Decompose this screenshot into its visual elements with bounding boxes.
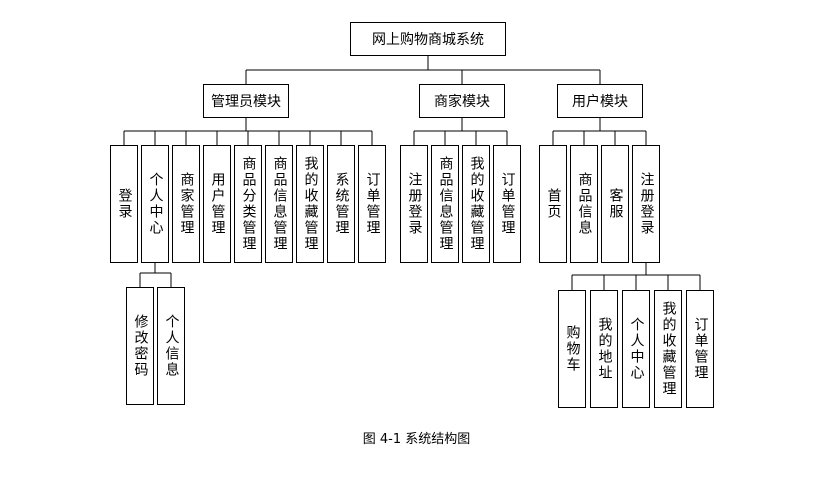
admin-change-password: 修改密码 <box>126 287 154 405</box>
admin-favorites-management: 我的收藏管理 <box>296 145 324 263</box>
admin-login: 登录 <box>110 145 138 263</box>
user-favorites-management: 我的收藏管理 <box>654 290 682 408</box>
merchant-register-login: 注册登录 <box>400 145 428 263</box>
module-admin: 管理员模块 <box>203 84 289 118</box>
admin-category-management: 商品分类管理 <box>234 145 262 263</box>
module-user: 用户模块 <box>557 84 643 118</box>
user-register-login: 注册登录 <box>632 145 660 263</box>
user-product-info: 商品信息 <box>570 145 598 263</box>
root-node: 网上购物商城系统 <box>350 22 506 56</box>
user-order-management: 订单管理 <box>686 290 714 408</box>
module-merchant: 商家模块 <box>419 84 505 118</box>
admin-product-management: 商品信息管理 <box>265 145 293 263</box>
user-my-address: 我的地址 <box>590 290 618 408</box>
admin-merchant-management: 商家管理 <box>172 145 200 263</box>
admin-user-management: 用户管理 <box>203 145 231 263</box>
merchant-favorites-management: 我的收藏管理 <box>462 145 490 263</box>
user-personal-center: 个人中心 <box>622 290 650 408</box>
admin-order-management: 订单管理 <box>358 145 386 263</box>
user-cart: 购物车 <box>558 290 586 408</box>
user-home: 首页 <box>539 145 567 263</box>
user-customer-service: 客服 <box>601 145 629 263</box>
merchant-order-management: 订单管理 <box>493 145 521 263</box>
merchant-product-management: 商品信息管理 <box>431 145 459 263</box>
figure-caption: 图 4-1 系统结构图 <box>362 432 471 447</box>
admin-personal-info: 个人信息 <box>157 287 185 405</box>
admin-system-management: 系统管理 <box>327 145 355 263</box>
admin-personal-center: 个人中心 <box>141 145 169 263</box>
